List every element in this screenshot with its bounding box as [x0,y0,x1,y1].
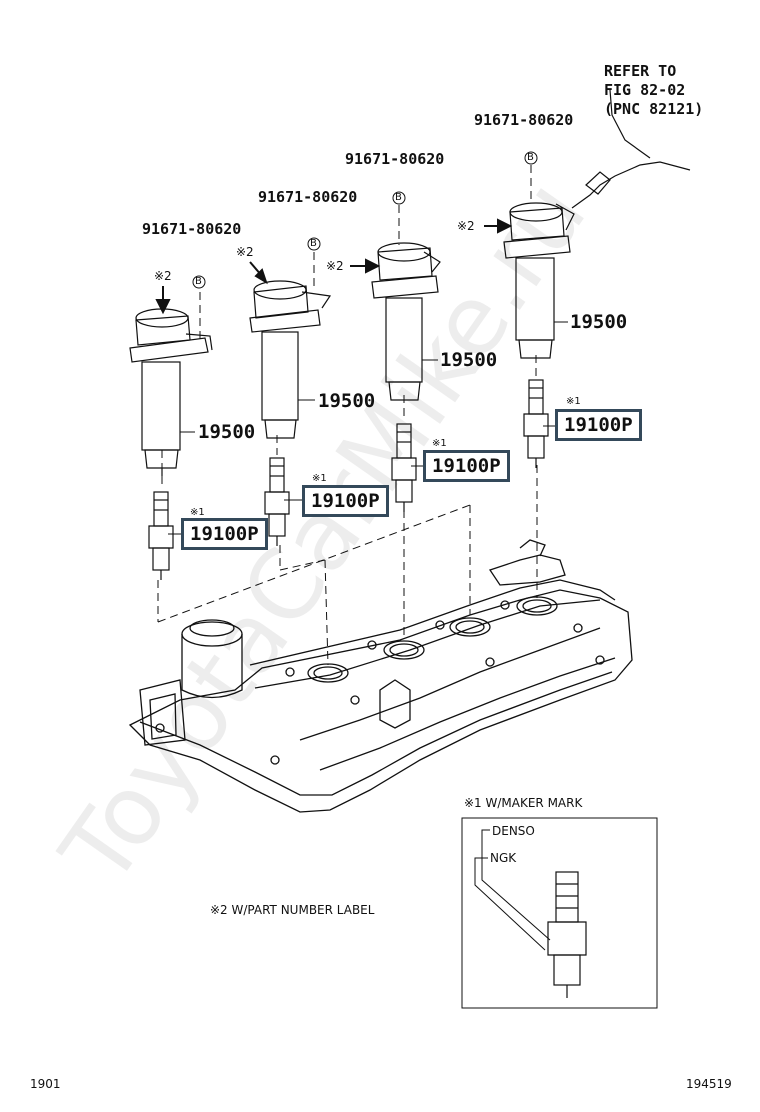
inset-label-ngk: NGK [490,851,517,865]
cylinder-head-cover [128,539,633,813]
footer-right: 194519 [686,1077,732,1091]
note1-mark-plug-1: ※1 [190,507,205,518]
maker-mark-inset [461,817,658,1009]
ignition-coil-3 [371,242,441,401]
bolt-symbol-1: B [195,276,202,287]
bolt-symbol-2: B [310,238,317,249]
note2-mark-coil-2: ※2 [236,245,254,259]
spark-plug-2 [264,457,290,546]
ignition-coil-2 [249,280,332,439]
spark-plug-3 [391,423,417,512]
bolt-symbol-4: B [527,152,534,163]
label-arrows [155,218,513,315]
note2-mark-coil-4: ※2 [457,219,475,233]
spark-plug-part-number-3[interactable]: 19100P [423,450,510,482]
refer-line-2: FIG 82-02 [604,81,686,99]
bolt-part-number-3: 91671-80620 [345,150,445,168]
dashed-guides [157,165,538,666]
spark-plug-1 [148,491,174,580]
bolt-symbols [192,151,538,289]
inset-title: ※1 W/MAKER MARK [464,796,583,810]
spark-plug-part-number-1[interactable]: 19100P [181,518,268,550]
bolt-part-number-2: 91671-80620 [258,188,358,206]
note2-mark-coil-3: ※2 [326,259,344,273]
note1-mark-plug-3: ※1 [432,438,447,449]
refer-line-3: (PNC 82121) [604,100,704,118]
footer-left: 1901 [30,1077,61,1091]
note1-mark-plug-4: ※1 [566,396,581,407]
coil-part-number-4: 19500 [570,311,628,333]
note1-mark-plug-2: ※1 [312,473,327,484]
bolt-part-number-4: 91671-80620 [474,111,574,129]
coil-part-number-3: 19500 [440,349,498,371]
ignition-coil-1 [129,308,213,476]
inset-label-denso: DENSO [492,824,535,838]
refer-line-1: REFER TO [604,62,677,80]
note2-mark-coil-1: ※2 [154,269,172,283]
spark-plug-4 [523,379,549,468]
bolt-part-number-1: 91671-80620 [142,220,242,238]
leader-lines [168,321,568,535]
spark-plug-part-number-2[interactable]: 19100P [302,485,389,517]
coil-part-number-1: 19500 [198,421,256,443]
ignition-coil-4 [503,89,691,359]
bolt-symbol-3: B [395,192,402,203]
spark-plug-part-number-4[interactable]: 19100P [555,409,642,441]
coil-part-number-2: 19500 [318,390,376,412]
note-part-number-label: ※2 W/PART NUMBER LABEL [210,903,375,917]
